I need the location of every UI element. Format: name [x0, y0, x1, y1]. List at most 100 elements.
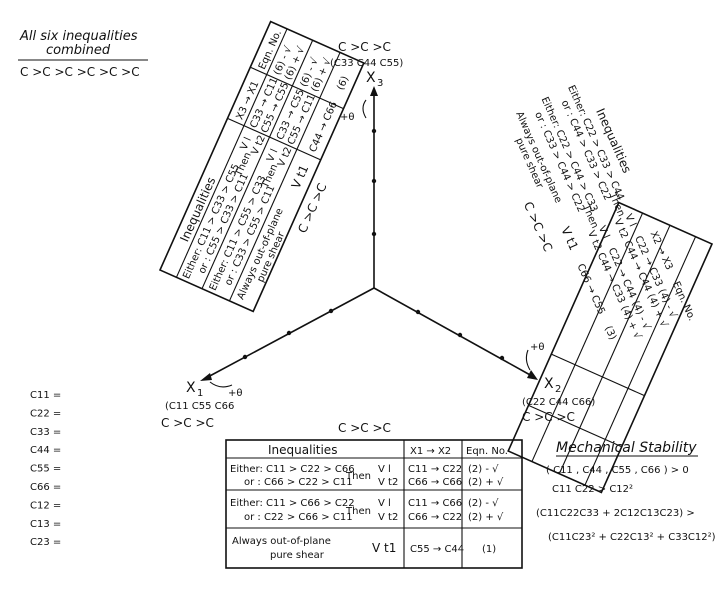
x1-label-group: X 1 +θ (C11 C55 C66 C >C >C — [161, 380, 243, 430]
col-divider — [250, 66, 344, 110]
row1-mode-a: V l — [622, 212, 637, 228]
x3-arrowhead — [370, 86, 378, 96]
row1-trans-b: C66 → C66 — [408, 477, 462, 488]
stability-line-3: (C11C22C33 + 2C12C13C23) > — [536, 508, 695, 519]
elastic-constant-label: C33 = — [30, 427, 61, 438]
x1-group: (C11 C55 C66 — [165, 401, 234, 412]
stability-line-4: (C11C23² + C22C13² + C33C12²) — [548, 532, 716, 543]
x3-rotation-arrow — [362, 99, 367, 119]
x3-label-group: C >C >C (C33 C44 C55) X 3 +θ — [330, 40, 403, 123]
col-divider — [227, 117, 321, 161]
row-divider — [228, 52, 341, 302]
row1-mode-b: V t2 — [250, 134, 268, 157]
elastic-constant-label: C12 = — [30, 500, 61, 511]
row1-then: Then — [345, 471, 371, 482]
stability-line-1: ( C11 , C44 , C55 , C66 ) > 0 — [546, 465, 689, 476]
elastic-constant-label: C55 = — [30, 464, 61, 475]
elastic-constant-label: C66 = — [30, 482, 61, 493]
x1x2-chain: C >C >C — [338, 421, 391, 435]
row2-eqn-b: (2) + √ — [468, 512, 504, 523]
x2x3-chain: C >C >C — [521, 200, 555, 254]
x1-tick — [328, 308, 334, 314]
row3-eqn: (3) — [602, 324, 618, 342]
row1-mode-a: V l — [239, 136, 254, 152]
row3-eqn: (1) — [482, 544, 496, 555]
header-divider — [584, 236, 697, 486]
elastic-constant-label: C44 = — [30, 445, 61, 456]
row-divider — [558, 225, 671, 474]
x2-arrowhead — [527, 370, 538, 380]
row2-eqn-a: (2) - √ — [468, 498, 499, 509]
table-border — [225, 439, 523, 569]
combined-title-line1: All six inequalities — [19, 29, 138, 44]
combined-chain: C >C >C >C >C >C — [20, 65, 140, 79]
x1-rotation-arrow — [209, 381, 233, 388]
x2-rotation-arrow — [525, 349, 531, 371]
x2-tick — [499, 355, 505, 361]
row3-mode: V t1 — [372, 541, 396, 555]
axes — [200, 86, 538, 381]
row1-either: Either: C11 > C22 > C66 — [230, 464, 355, 475]
x1-chain: C >C >C — [161, 416, 214, 430]
elastic-constant-label: C11 = — [30, 390, 61, 401]
row-divider — [531, 212, 644, 462]
header-transition: X1 → X2 — [410, 446, 451, 457]
elastic-constant-label: C13 = — [30, 519, 61, 530]
row1-mode-b: V t2 — [378, 477, 398, 488]
table-x2-x3-body — [507, 201, 714, 494]
row2-mode-b: V t2 — [378, 512, 398, 523]
x1-theta: +θ — [228, 388, 243, 399]
header-inequalities: Inequalities — [268, 443, 337, 457]
combined-inequalities: All six inequalities combined C >C >C >C… — [18, 29, 148, 79]
table-x2-x3-text: Inequalities X2 → X3 Eqn. No. Either: C2… — [513, 84, 697, 342]
x3-tick — [371, 231, 377, 237]
combined-title-line2: combined — [46, 43, 111, 58]
col-divider — [551, 353, 645, 397]
x3-tick — [371, 128, 377, 134]
x3-chain: C >C >C — [338, 40, 391, 54]
x3-theta: +θ — [340, 112, 355, 123]
row3-always: Always out-of-plane — [232, 536, 331, 547]
x1-tick — [286, 330, 292, 336]
row3-mode: V t1 — [558, 225, 581, 253]
row1-eqn-b: (2) + √ — [468, 477, 504, 488]
x1-axis-subscript: 1 — [197, 388, 203, 399]
row2-mode-a: V l — [378, 498, 391, 509]
row1-mode-a: V l — [378, 464, 391, 475]
row1-or: or : C66 > C22 > C11 — [244, 477, 353, 488]
x1-tick — [242, 354, 248, 360]
row3-trans: C55 → C44 — [410, 544, 464, 555]
x3-axis-label: X — [366, 70, 376, 86]
row2-then: Then — [345, 506, 371, 517]
row2-mode-a: V l — [596, 224, 611, 240]
row2-either: Either: C11 > C66 > C22 — [230, 498, 355, 509]
header-eqn: Eqn. No. — [466, 446, 508, 457]
x2-axis-label: X — [544, 376, 554, 392]
row3-pure-shear: pure shear — [270, 550, 325, 561]
x1-axis-label: X — [186, 380, 196, 396]
row1-eqn-a: (2) - √ — [468, 464, 499, 475]
table-border — [158, 20, 365, 313]
row3-eqn: (6) — [335, 75, 351, 93]
row2-or: or : C22 > C66 > C11 — [244, 512, 353, 523]
row1-trans-a: C11 → C22 — [408, 464, 462, 475]
header-divider — [175, 28, 288, 278]
mechanical-stability: Mechanical Stability ( C11 , C44 , C55 ,… — [536, 440, 716, 543]
x3-axis-subscript: 3 — [377, 78, 383, 89]
x2-label-group: +θ X 2 (C22 C44 C66) C >C >C — [522, 342, 595, 424]
row2-trans-a: C11 → C66 — [408, 498, 462, 509]
x2-theta: +θ — [530, 342, 545, 353]
x2-axis-line — [373, 287, 533, 377]
row2-trans-b: C66 → C22 — [408, 512, 462, 523]
x3-group: (C33 C44 C55) — [330, 58, 403, 69]
table-x1-x2: Inequalities X1 → X2 Eqn. No. Either: C1… — [225, 439, 523, 569]
stability-title: Mechanical Stability — [556, 440, 697, 456]
x2-tick — [457, 332, 463, 338]
x1-arrowhead — [200, 373, 212, 381]
elastic-constant-label: C23 = — [30, 537, 61, 548]
x2-tick — [415, 309, 421, 315]
row2-mode-a: V l — [265, 147, 280, 163]
table-border — [507, 201, 714, 494]
col-divider — [528, 404, 622, 448]
